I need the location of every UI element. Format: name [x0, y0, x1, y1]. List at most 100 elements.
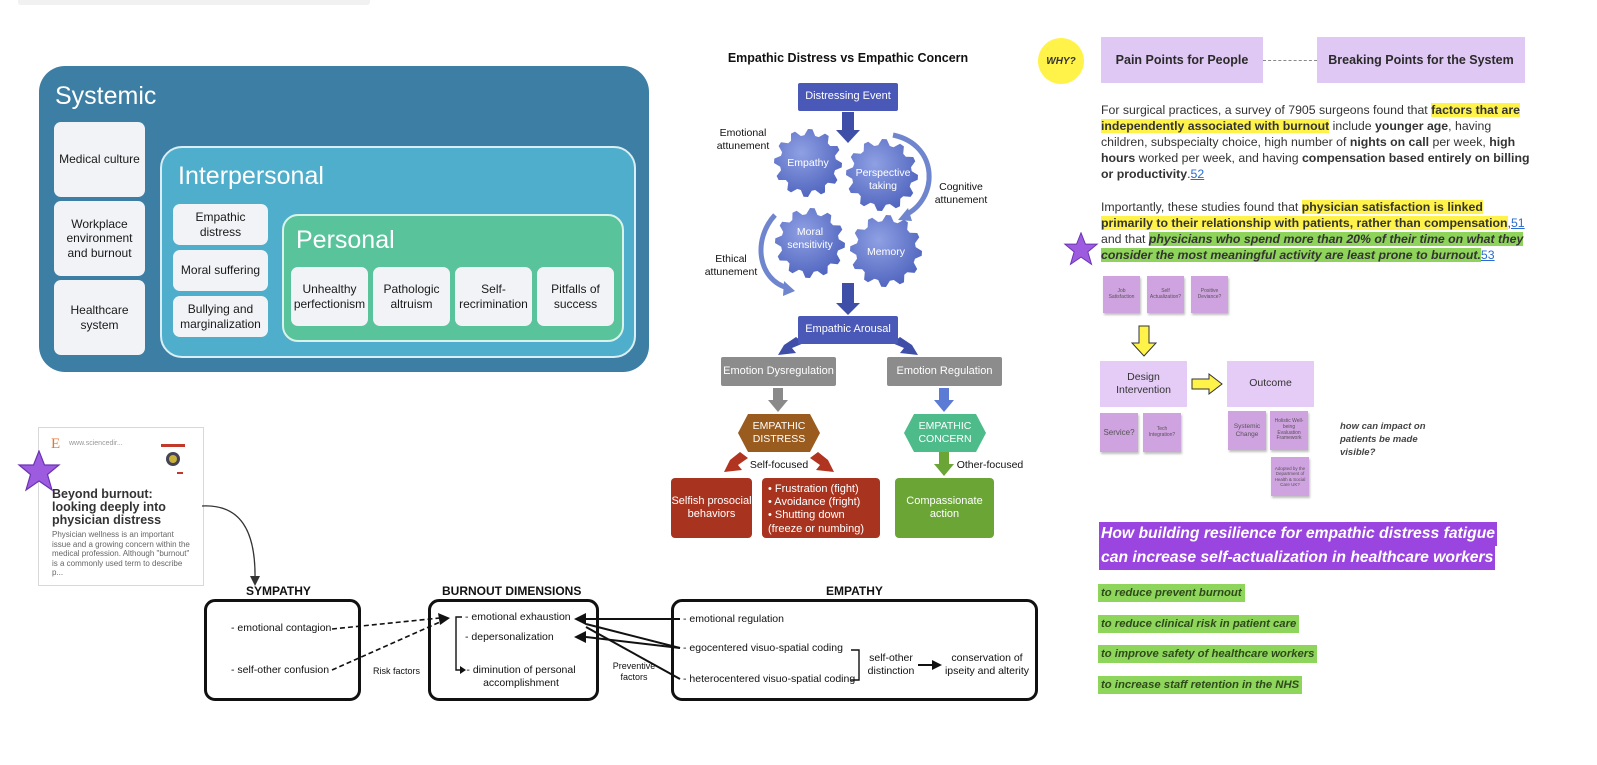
- distress-hexagon: [738, 414, 820, 452]
- reaction-item: • Frustration (fight): [768, 483, 859, 495]
- pain-points-box: Pain Points for People: [1101, 37, 1263, 83]
- article-title: Beyond burnout: looking deeply into phys…: [52, 487, 166, 527]
- personal-item: Unhealthy perfectionism: [291, 267, 368, 326]
- sticky-note[interactable]: Holistic Well-being Evaluation Framework: [1270, 411, 1308, 450]
- interpersonal-title: Interpersonal: [178, 162, 324, 190]
- gear-shape: [846, 139, 918, 211]
- breaking-points-box: Breaking Points for the System: [1317, 37, 1525, 83]
- outcome-note[interactable]: Outcome: [1227, 361, 1314, 407]
- emotional-attunement-label: Emotional attunement: [716, 127, 770, 152]
- sympathy-item: - emotional contagion: [231, 622, 332, 634]
- dimension-item: - diminution of personal accomplishment: [466, 664, 576, 689]
- personal-box: Personal Unhealthy perfectionism Patholo…: [282, 214, 624, 342]
- design-intervention-note[interactable]: Design Intervention: [1100, 361, 1187, 407]
- sticky-note[interactable]: Tech Integration?: [1143, 413, 1181, 452]
- impact-note: how can impact on patients be made visib…: [1340, 421, 1426, 458]
- interpersonal-item: Empathic distress: [173, 204, 268, 245]
- dashed-connector: [1263, 60, 1317, 61]
- journal-cover-icon: [161, 440, 185, 480]
- sympathy-item: - self-other confusion: [231, 664, 330, 676]
- gear-label: Perspective taking: [855, 167, 911, 192]
- self-focused-label: Self-focused: [749, 459, 809, 471]
- interpersonal-box: Interpersonal Empathic distress Moral su…: [160, 146, 636, 358]
- other-focused-label: Other-focused: [956, 459, 1024, 471]
- connector-arrow: [200, 500, 270, 590]
- empathy-title: EMPATHY: [826, 584, 883, 598]
- empathic-concern-label: EMPATHIC CONCERN: [918, 420, 972, 445]
- sympathy-title: SYMPATHY: [246, 584, 311, 598]
- article-card[interactable]: E www.sciencedir... Beyond burnout: look…: [38, 427, 204, 586]
- sticky-note[interactable]: Adopted by the Department of Health & So…: [1271, 457, 1309, 496]
- selfish-behaviors-box: Selfish prosocial behaviors: [671, 478, 752, 538]
- down-arrow-icon: [1131, 325, 1157, 357]
- gear-shape: [850, 215, 922, 287]
- compassionate-action-box: Compassionate action: [895, 478, 994, 538]
- reactions-box: • Frustration (fight) • Avoidance (frigh…: [762, 478, 880, 538]
- goal-item: to improve safety of healthcare workers: [1098, 645, 1318, 663]
- dimension-item: - emotional exhaustion: [465, 611, 571, 623]
- article-excerpt: Physician wellness is an important issue…: [52, 530, 190, 577]
- top-bar: [18, 0, 370, 5]
- reference-link[interactable]: 53: [1480, 248, 1495, 262]
- preventive-factors-label: Preventive factors: [612, 661, 656, 682]
- gear-icons: [774, 129, 922, 287]
- reaction-item: • Avoidance (fright): [768, 496, 861, 509]
- dimension-item: - depersonalization: [465, 631, 554, 643]
- empathy-item: - emotional regulation: [683, 613, 784, 625]
- personal-item: Self-recrimination: [455, 267, 532, 326]
- interpersonal-item: Moral suffering: [173, 250, 268, 291]
- empathy-item: - heterocentered visuo-spatial coding: [683, 673, 856, 685]
- empathic-arousal-box: Empathic Arousal: [798, 316, 898, 344]
- headline-line: How building resilience for empathic dis…: [1099, 522, 1498, 546]
- burnout-dimensions-title: BURNOUT DIMENSIONS: [442, 584, 582, 598]
- publisher-logo: E: [51, 436, 61, 452]
- why-label: WHY?: [1046, 55, 1076, 67]
- article-source: www.sciencedir...: [69, 440, 123, 447]
- self-other-distinction-label: self-other distinction: [867, 652, 915, 677]
- ethical-attunement-label: Ethical attunement: [704, 253, 758, 278]
- sticky-note[interactable]: Service?: [1100, 413, 1138, 452]
- systemic-diagram: Systemic Medical culture Workplace envir…: [39, 66, 649, 372]
- flow-arrows: [758, 112, 954, 412]
- right-arrow-icon: [1191, 373, 1223, 395]
- sympathy-box: [204, 599, 361, 701]
- personal-title: Personal: [296, 226, 395, 254]
- lower-arrows: [724, 452, 954, 476]
- paragraph-satisfaction: Importantly, these studies found that ph…: [1101, 200, 1525, 262]
- why-circle: WHY?: [1038, 38, 1084, 84]
- sticky-note[interactable]: Systemic Change: [1228, 411, 1266, 450]
- goal-item: to reduce prevent burnout: [1098, 584, 1245, 602]
- sticky-note[interactable]: Positive Deviance?: [1191, 276, 1228, 313]
- reference-link[interactable]: 51: [1510, 216, 1525, 230]
- risk-factors-label: Risk factors: [373, 666, 421, 676]
- empathy-item: - egocentered visuo-spatial coding: [683, 642, 843, 654]
- interpersonal-item: Bullying and marginalization: [173, 296, 268, 337]
- headline: How building resilience for empathic dis…: [1099, 522, 1529, 570]
- goal-item: to increase staff retention in the NHS: [1098, 676, 1303, 694]
- gear-shape: [775, 208, 845, 278]
- systemic-item: Workplace environment and burnout: [54, 201, 145, 276]
- concern-hexagon: [904, 414, 986, 452]
- star-icon: [1063, 231, 1099, 266]
- sticky-note[interactable]: Job Satisfaction: [1103, 276, 1140, 313]
- reaction-item: • Shutting down (freeze or numbing): [768, 509, 864, 535]
- gear-shape: [774, 129, 842, 197]
- systemic-title: Systemic: [55, 82, 157, 110]
- emotion-dysregulation-box: Emotion Dysregulation: [721, 357, 836, 386]
- gear-label: Empathy: [787, 157, 829, 169]
- empathy-box: [671, 599, 1038, 701]
- sticky-note[interactable]: Self Actualization?: [1147, 276, 1184, 313]
- personal-item: Pitfalls of success: [537, 267, 614, 326]
- gear-label: Moral sensitivity: [787, 226, 833, 251]
- personal-item: Pathologic altruism: [373, 267, 450, 326]
- star-icon: [17, 449, 61, 492]
- goal-item: to reduce clinical risk in patient care: [1098, 615, 1300, 633]
- reference-link[interactable]: 52: [1190, 167, 1205, 181]
- empathic-distress-label: EMPATHIC DISTRESS: [752, 420, 806, 445]
- gear-label: Memory: [867, 246, 905, 258]
- systemic-item: Healthcare system: [54, 280, 145, 355]
- conservation-label: conservation of ipseity and alterity: [944, 652, 1030, 677]
- systemic-item: Medical culture: [54, 122, 145, 197]
- headline-line: can increase self-actualization in healt…: [1099, 546, 1496, 570]
- cognitive-attunement-label: Cognitive attunement: [934, 181, 988, 206]
